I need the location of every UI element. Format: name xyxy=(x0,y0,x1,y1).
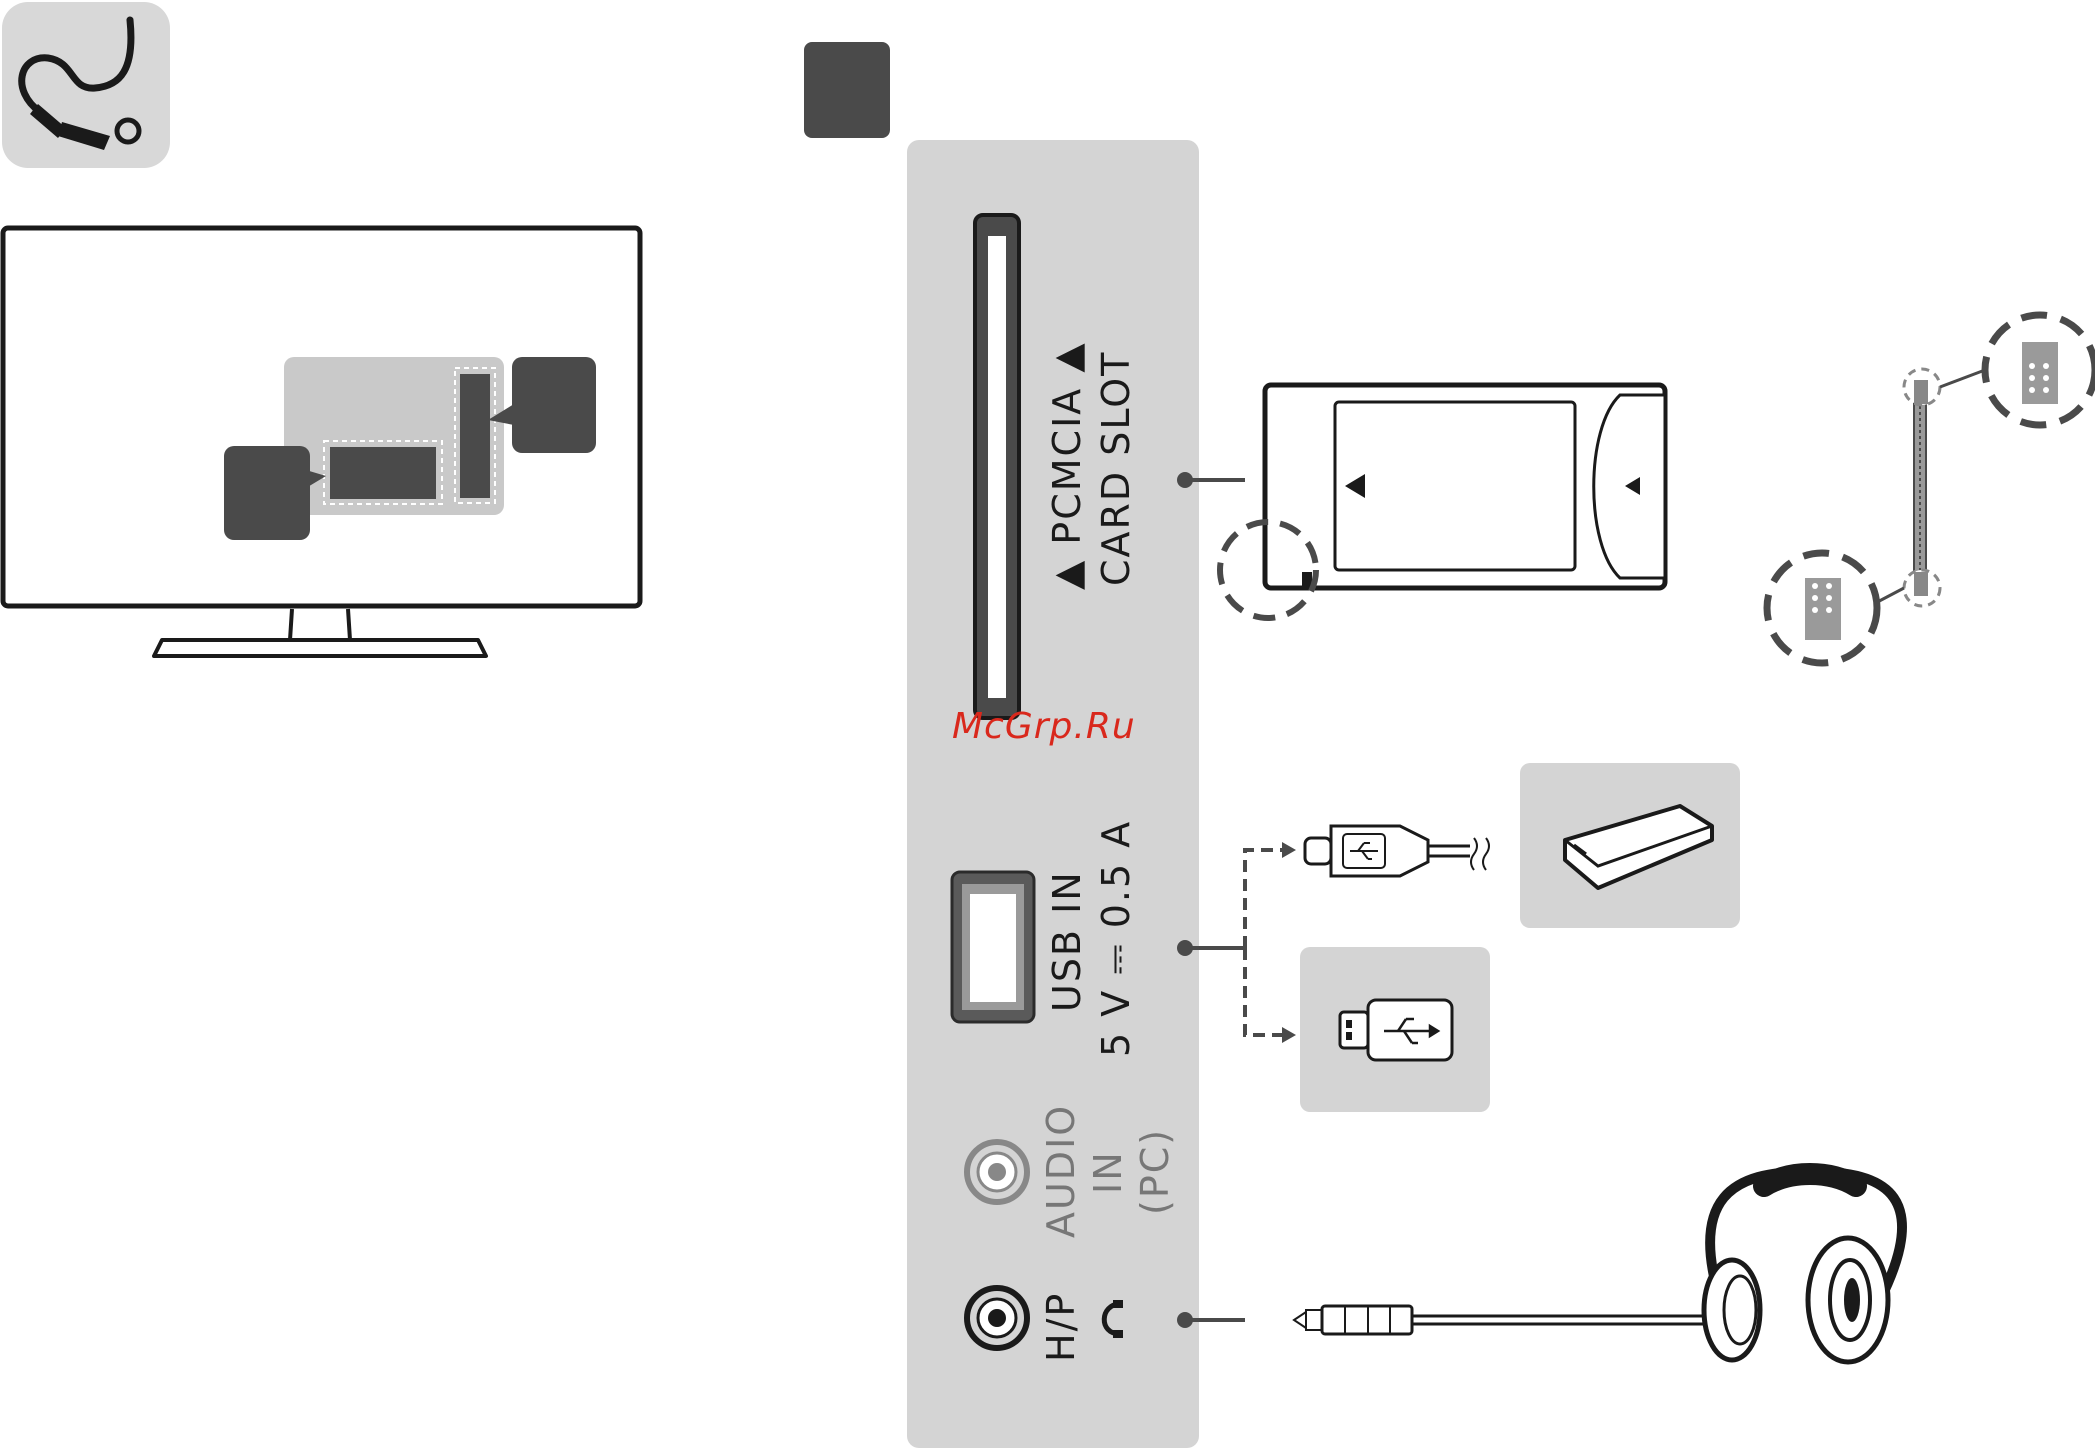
tv-illustration xyxy=(3,228,640,656)
usb-flash-drive xyxy=(1300,947,1490,1112)
usb-port[interactable] xyxy=(952,872,1034,1022)
ci-cable-detail xyxy=(1767,315,2095,663)
step-badge xyxy=(804,42,890,138)
pcmcia-label-line1: ▲ PCMCIA ▲ xyxy=(1045,341,1089,590)
cable-plug-icon xyxy=(2,2,170,168)
audio-label-line3: (PC) xyxy=(1133,1128,1177,1215)
audio-label-line1: AUDIO xyxy=(1039,1104,1083,1238)
headphones-icon xyxy=(1704,1172,1902,1362)
side-port-panel xyxy=(907,140,1199,1448)
tv-port-area xyxy=(284,357,504,515)
usb-label-line2: 5 V ⎓ 0.5 A xyxy=(1094,820,1138,1057)
watermark: McGrp.Ru xyxy=(952,706,1136,747)
ci-module-card xyxy=(1220,385,1665,618)
pcmcia-slot[interactable] xyxy=(975,215,1019,718)
usb-cable-plug xyxy=(1305,826,1489,876)
hp-connector-line xyxy=(1177,1312,1245,1328)
pcmcia-connector-line xyxy=(1177,472,1245,488)
headphone-plug xyxy=(1294,1306,1718,1334)
audio-label-line2: IN xyxy=(1086,1150,1130,1194)
usb-label-line1: USB IN xyxy=(1045,870,1089,1012)
external-hdd xyxy=(1520,763,1740,928)
hp-label-line1: H/P xyxy=(1039,1292,1083,1362)
pcmcia-label-line2: CARD SLOT xyxy=(1094,351,1138,586)
